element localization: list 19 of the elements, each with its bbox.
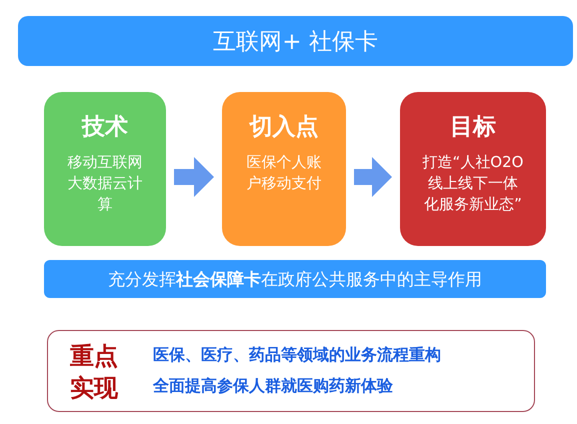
step-card	[222, 92, 346, 246]
focus-heading: 重点实现	[70, 341, 118, 404]
step-card	[400, 92, 546, 246]
card-text: 医保个人账户移动支付	[246, 152, 322, 194]
focus-text: 全面提高参保人群就医购药新体验	[153, 376, 393, 397]
summary-text: 充分发挥社会保障卡在政府公共服务中的主导作用	[108, 268, 482, 290]
focus-text: 医保、医疗、药品等领域的业务流程重构	[153, 345, 441, 366]
card-heading: 目标	[449, 113, 497, 142]
card-heading: 切入点	[248, 113, 320, 142]
arrow	[354, 157, 392, 197]
arrow	[174, 157, 214, 197]
card-text: 打造“人社O2O线上线下一体化服务新业态”	[422, 152, 524, 215]
summary-band	[44, 260, 546, 298]
card-heading: 技术	[80, 113, 129, 142]
card-text: 移动互联网大数据云计算	[66, 152, 144, 215]
title-text: 互联网+ 社保卡	[213, 28, 378, 56]
title-banner	[18, 16, 573, 66]
step-card	[44, 92, 166, 246]
highlight-box	[47, 330, 535, 412]
